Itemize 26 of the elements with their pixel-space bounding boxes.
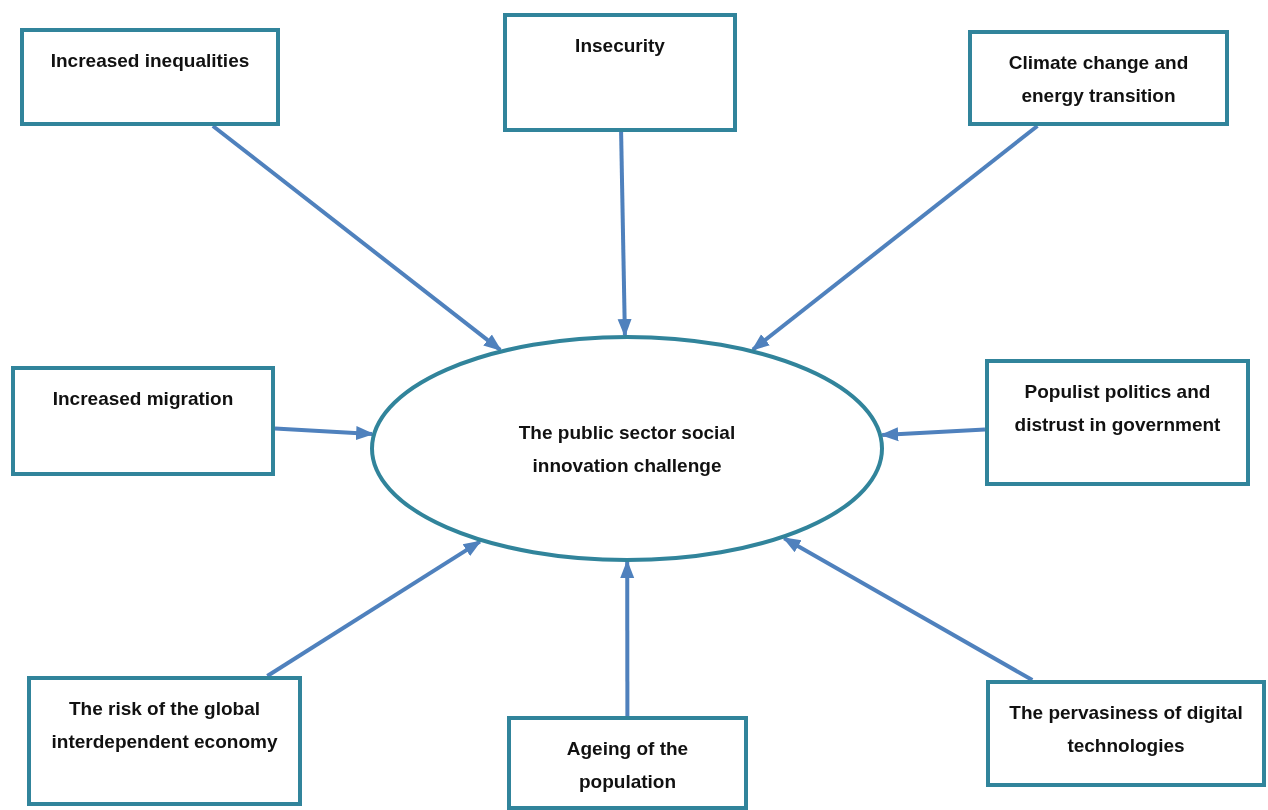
node-label: Climate change and energy transition: [1007, 51, 1190, 108]
factor-box: [11, 366, 275, 476]
challenge-ellipse: [370, 335, 884, 562]
factor-box: [503, 13, 737, 132]
node-label: Increased inequalities: [50, 49, 250, 73]
arrow: [751, 124, 1039, 352]
arrow: [880, 427, 986, 442]
factor-box: [27, 676, 302, 806]
arrow: [211, 124, 502, 352]
arrow: [274, 426, 375, 441]
factor-box: [507, 716, 748, 810]
factor-box: [985, 359, 1250, 486]
arrow: [617, 131, 632, 337]
node-label: The public sector social innovation challenge: [517, 420, 737, 478]
arrow: [620, 560, 635, 716]
node-label: The pervasiness of digital technologies: [1008, 701, 1244, 758]
node-label: Insecurity: [575, 34, 665, 58]
node-label: Increased migration: [52, 387, 234, 411]
node-label: The risk of the global interdependent economy: [50, 697, 279, 754]
arrow: [266, 539, 482, 678]
factor-box: [20, 28, 280, 126]
node-label: Ageing of the population: [565, 737, 690, 794]
factor-box: [968, 30, 1229, 126]
node-label: Populist politics and distrust in government: [1013, 380, 1222, 437]
factor-box: [986, 680, 1266, 787]
arrow: [782, 536, 1034, 682]
